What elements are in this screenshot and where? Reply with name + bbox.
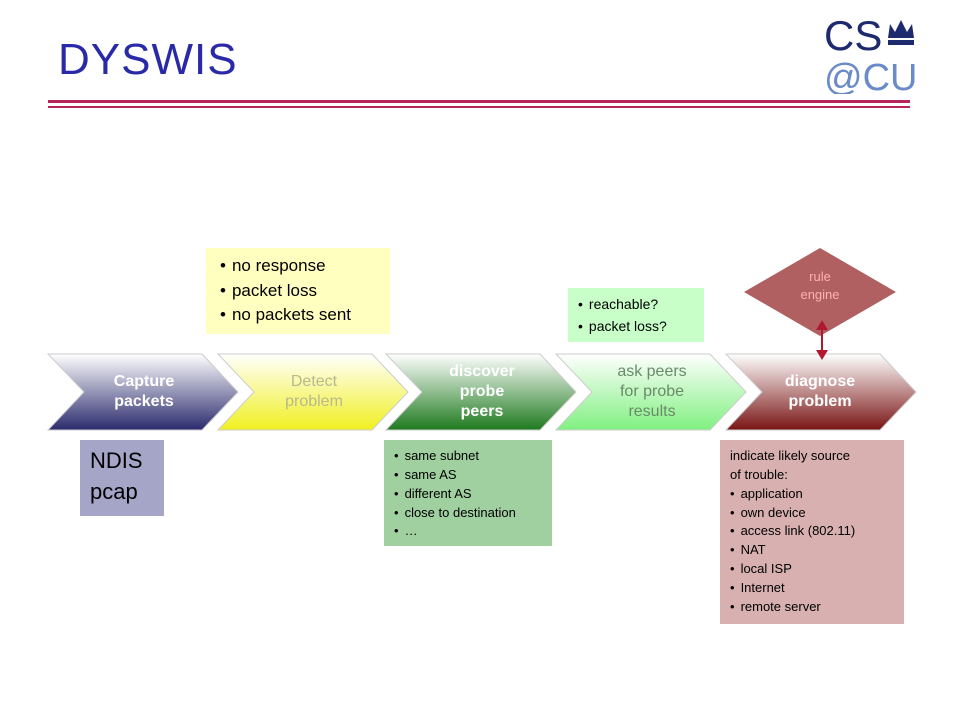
- list-item: own device: [730, 504, 904, 523]
- page-title: DYSWIS: [58, 35, 238, 84]
- list-item: access link (802.11): [730, 522, 904, 541]
- list-item: packet loss: [220, 279, 390, 304]
- diagnose-notes-box: indicate likely source of trouble: appli…: [720, 440, 904, 624]
- list-item: packet loss?: [578, 315, 704, 337]
- chevron-capture: [46, 353, 239, 431]
- list-item: different AS: [394, 485, 552, 504]
- list-item: same AS: [394, 466, 552, 485]
- rule-engine-diamond: [744, 248, 896, 336]
- ask-notes-box: reachable? packet loss?: [568, 288, 704, 342]
- list-item: no packets sent: [220, 303, 390, 328]
- list-item: no response: [220, 254, 390, 279]
- title-underline-thin: [48, 106, 910, 108]
- chevron-discover: [384, 353, 577, 431]
- detect-notes-box: no response packet loss no packets sent: [206, 248, 390, 334]
- chevron-ask: [554, 353, 747, 431]
- title-underline: [48, 100, 910, 103]
- crown-icon: [888, 20, 914, 45]
- chevron-detect: [216, 353, 409, 431]
- double-arrow-icon: [816, 320, 828, 360]
- process-flow: [46, 353, 917, 431]
- chevron-diagnose: [724, 353, 917, 431]
- list-item: same subnet: [394, 447, 552, 466]
- list-item: close to destination: [394, 504, 552, 523]
- logo-text-cs: CS: [824, 12, 882, 59]
- list-item: …: [394, 522, 552, 541]
- list-item: remote server: [730, 598, 904, 617]
- list-item: reachable?: [578, 293, 704, 315]
- list-item: NAT: [730, 541, 904, 560]
- logo-text-cu: @CU: [824, 57, 917, 94]
- rule-engine-shape: [744, 248, 896, 360]
- list-item: local ISP: [730, 560, 904, 579]
- capture-notes-box: NDIS pcap: [80, 440, 164, 516]
- list-item: Internet: [730, 579, 904, 598]
- peer-notes-box: same subnet same AS different AS close t…: [384, 440, 552, 546]
- cs-columbia-logo: CS @CU: [824, 12, 917, 94]
- list-item: application: [730, 485, 904, 504]
